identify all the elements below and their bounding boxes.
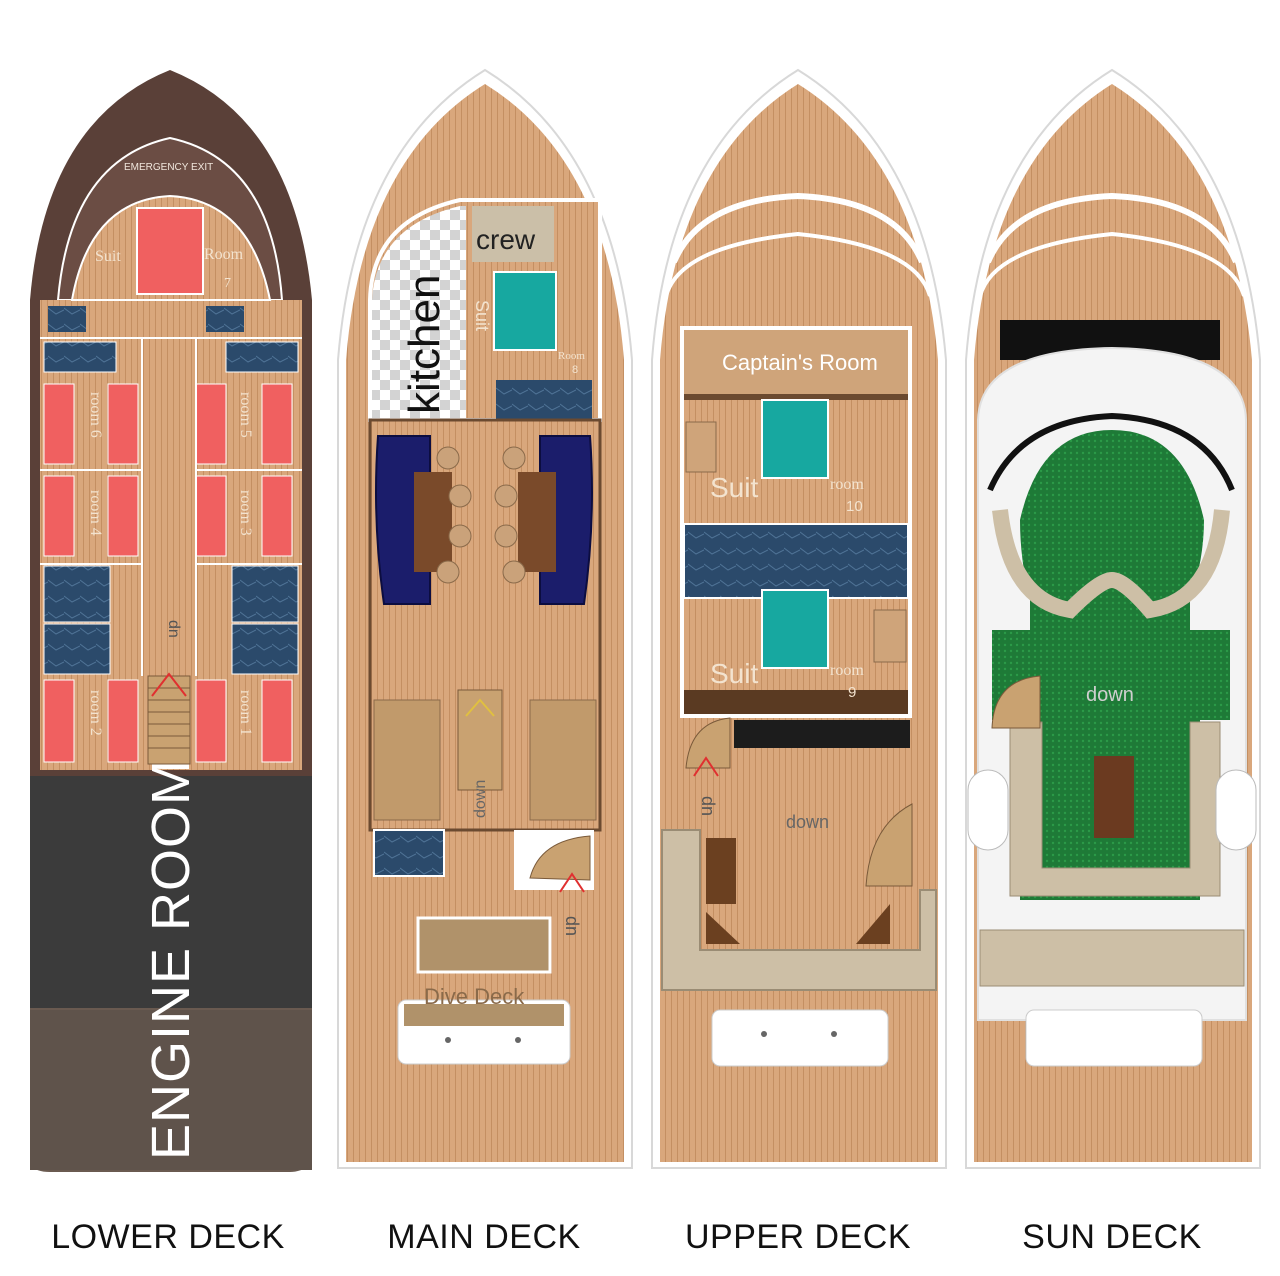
kitchen-label: kitchen <box>400 274 449 414</box>
sun-deck-table <box>1094 756 1134 838</box>
upper-dn-label: dn <box>698 796 718 817</box>
room4-label: room 4 <box>87 490 104 536</box>
lower-deck-title: LOWER DECK <box>51 1218 285 1256</box>
upper-down-label: down <box>786 812 830 832</box>
main-suit-label: Suit <box>472 300 492 332</box>
room7-number: 7 <box>224 276 231 291</box>
main-deck-title: MAIN DECK <box>387 1218 581 1256</box>
main-dn-label: dn <box>562 916 582 937</box>
lower-deck-plan <box>30 70 312 1172</box>
room8-label: Room <box>558 350 585 362</box>
starboard-table <box>518 472 556 572</box>
room10-label: room <box>830 476 864 493</box>
engine-room-label: ENGINE ROOM <box>141 758 201 1160</box>
sun-deck-carpet <box>992 430 1230 900</box>
main-deck-plan <box>337 68 633 1169</box>
room10-number: 10 <box>846 498 863 515</box>
upper-deck-plan <box>651 68 947 1169</box>
dive-deck-label: Dive Deck <box>424 984 525 1009</box>
upper-lounge-sofa <box>661 829 937 991</box>
emergency-exit-label: EMERGENCY EXIT <box>124 162 214 173</box>
crew-label: crew <box>476 224 536 255</box>
suit10-label: Suit <box>710 472 759 503</box>
sun-deck-title: SUN DECK <box>1022 1218 1202 1256</box>
suit-room7-label: Suit <box>95 248 121 265</box>
room3-label: room 3 <box>237 490 254 536</box>
lower-dn-label: dn <box>165 620 182 638</box>
room8-number: 8 <box>572 364 579 376</box>
sun-down-label: down <box>1086 684 1134 706</box>
room7-label: Room <box>204 246 244 263</box>
room5-label: room 5 <box>237 392 254 438</box>
room10-bed <box>761 399 829 479</box>
room6-label: room 6 <box>87 392 104 438</box>
upper-deck-title: UPPER DECK <box>684 1218 912 1256</box>
engine-room-block <box>30 776 312 1008</box>
sun-deck-plan <box>965 68 1261 1169</box>
kitchen-area <box>372 206 466 418</box>
main-down-label: down <box>472 779 489 818</box>
room1-label: room 1 <box>237 690 254 736</box>
crew-area <box>472 206 554 262</box>
room2-label: room 2 <box>87 690 104 736</box>
room7-bed <box>136 207 204 295</box>
captains-room-label: Captain's Room <box>722 350 878 375</box>
main-suit-bed <box>493 271 557 351</box>
suit9-label: Suit <box>710 658 759 689</box>
room9-label: room <box>830 662 864 679</box>
room9-bed <box>761 589 829 669</box>
room9-number: 9 <box>848 684 857 701</box>
port-table <box>414 472 452 572</box>
